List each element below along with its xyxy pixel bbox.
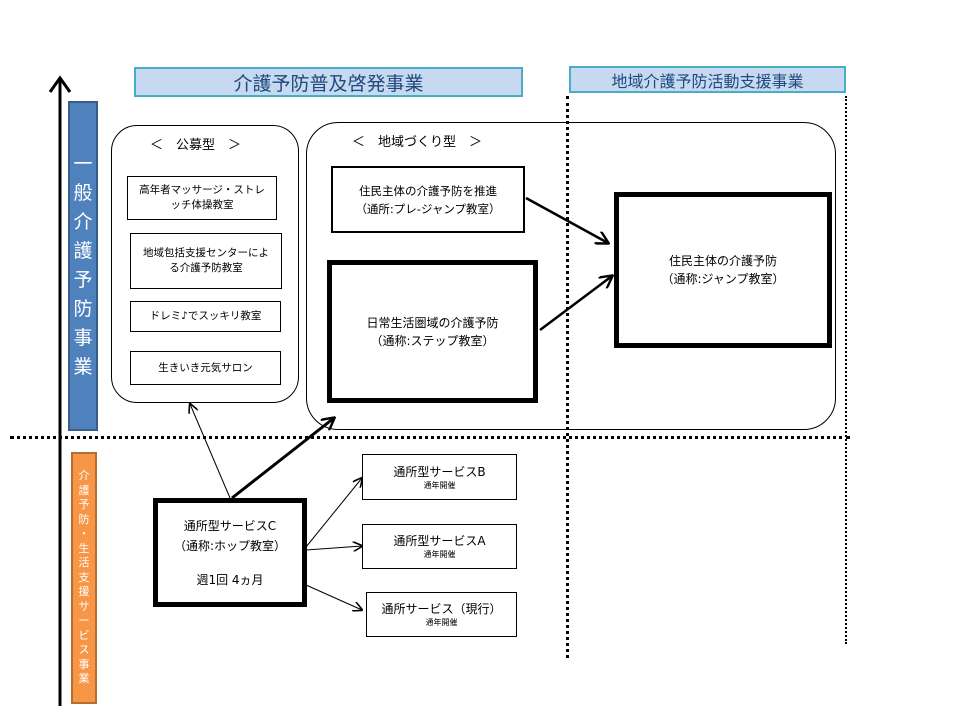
group-koubo [111, 125, 299, 403]
service-current-note: 通年開催 [425, 618, 458, 627]
step-box: 日常生活圏域の介護予防 （通称:ステップ教室） [327, 260, 538, 403]
side-label-seikatsu-shien-char: 事 [78, 657, 90, 671]
jump-line2: （通称:ジャンプ教室） [661, 272, 785, 286]
hop-line2: （通称:ホップ教室） [173, 538, 287, 553]
vertical-divider-right [845, 96, 847, 644]
side-label-ippan-char: 護 [73, 240, 93, 262]
side-label-seikatsu-shien-char: 予 [78, 498, 90, 512]
side-label-ippan-char: 般 [73, 182, 93, 204]
arrow-hop-to-service-a [305, 546, 362, 550]
service-a-name: 通所型サービスA [393, 534, 486, 548]
axis-arrowhead [48, 75, 72, 93]
koubo-item-houkatsu-label: 地域包括支援センターによる介護予防教室 [143, 247, 269, 274]
side-label-seikatsu-shien-char: ビ [78, 628, 90, 642]
arrow-hop-to-step [231, 418, 334, 500]
side-label-ippan-char: 予 [73, 269, 93, 291]
koubo-item-stretch-label: 高年者マッサージ・ストレッチ体操教室 [139, 184, 265, 211]
side-label-seikatsu-shien-char: 生 [78, 541, 90, 555]
side-label-seikatsu-shien-char: 介 [78, 469, 90, 483]
pre-jump-line1: 住民主体の介護予防を推進 [359, 183, 497, 198]
service-a-note: 通年開催 [423, 550, 456, 559]
arrow-hop-to-koubo [190, 404, 231, 499]
side-label-seikatsu-shien-char: ・ [78, 527, 90, 541]
step-line1: 日常生活圏域の介護予防 [366, 315, 499, 330]
koubo-item-stretch: 高年者マッサージ・ストレッチ体操教室 [127, 176, 277, 220]
side-label-seikatsu-shien: 介護予防・生活支援サービス事業 [71, 452, 97, 704]
header-fukyu-keihatsu-label: 介護予防普及啓発事業 [233, 72, 424, 95]
side-label-seikatsu-shien-char: 護 [78, 483, 90, 497]
group-chiiki-title: ＜ 地域づくり型 ＞ [352, 135, 483, 150]
pre-jump-box: 住民主体の介護予防を推進 （通所:プレ-ジャンプ教室） [331, 166, 525, 233]
side-label-seikatsu-shien-char: 防 [78, 512, 90, 526]
vertical-divider-left [566, 96, 569, 658]
side-label-seikatsu-shien-char: ー [78, 614, 90, 628]
header-chiiki-shien-label: 地域介護予防活動支援事業 [611, 71, 804, 91]
service-b-box: 通所型サービスB 通年開催 [362, 454, 517, 500]
group-koubo-title: ＜ 公募型 ＞ [150, 138, 242, 153]
service-b-note: 通年開催 [423, 480, 456, 490]
koubo-item-salon: 生きいき元気サロン [130, 351, 281, 385]
jump-line1: 住民主体の介護予防 [668, 254, 777, 268]
side-label-ippan-char: 介 [73, 211, 93, 233]
header-chiiki-shien: 地域介護予防活動支援事業 [569, 66, 846, 93]
horizontal-divider [10, 436, 850, 439]
arrow-hop-to-service-current [305, 584, 362, 610]
side-label-ippan-char: 業 [73, 356, 93, 378]
arrow-hop-to-service-b [305, 478, 362, 548]
hop-line1: 通所型サービスC [183, 518, 277, 533]
side-label-seikatsu-shien-char: 活 [78, 556, 90, 570]
koubo-item-doremi-label: ドレミ♪でスッキリ教室 [149, 310, 262, 322]
step-line2: （通称:ステップ教室） [370, 333, 495, 348]
side-label-ippan-char: 防 [73, 298, 93, 320]
koubo-item-salon-label: 生きいき元気サロン [158, 361, 253, 374]
pre-jump-line2: （通所:プレ-ジャンプ教室） [355, 201, 501, 216]
header-fukyu-keihatsu: 介護予防普及啓発事業 [134, 67, 523, 97]
side-label-seikatsu-shien-char: 支 [78, 570, 90, 584]
hop-line3: 週1回 4ヵ月 [196, 572, 264, 587]
side-label-seikatsu-shien-char: 援 [78, 585, 90, 599]
side-label-ippan-char: 事 [73, 327, 93, 349]
service-b-name: 通所型サービスB [393, 464, 486, 479]
jump-box: 住民主体の介護予防 （通称:ジャンプ教室） [614, 192, 832, 348]
side-label-seikatsu-shien-char: ス [78, 643, 90, 657]
side-label-ippan-char: 一 [73, 153, 93, 175]
service-current-box: 通所サービス（現行） 通年開催 [366, 592, 517, 637]
side-label-seikatsu-shien-char: サ [78, 599, 90, 613]
group-chiiki [306, 122, 836, 430]
service-a-box: 通所型サービスA 通年開催 [362, 524, 517, 569]
koubo-item-houkatsu: 地域包括支援センターによる介護予防教室 [130, 233, 282, 289]
koubo-item-doremi: ドレミ♪でスッキリ教室 [130, 301, 281, 332]
arrow-step-to-jump [539, 276, 612, 331]
service-current-name: 通所サービス（現行） [381, 602, 502, 616]
side-label-seikatsu-shien-char: 業 [78, 672, 90, 686]
hop-box: 通所型サービスC （通称:ホップ教室） 週1回 4ヵ月 [153, 498, 307, 607]
side-label-ippan: 一般介護予防事業 [68, 101, 98, 431]
